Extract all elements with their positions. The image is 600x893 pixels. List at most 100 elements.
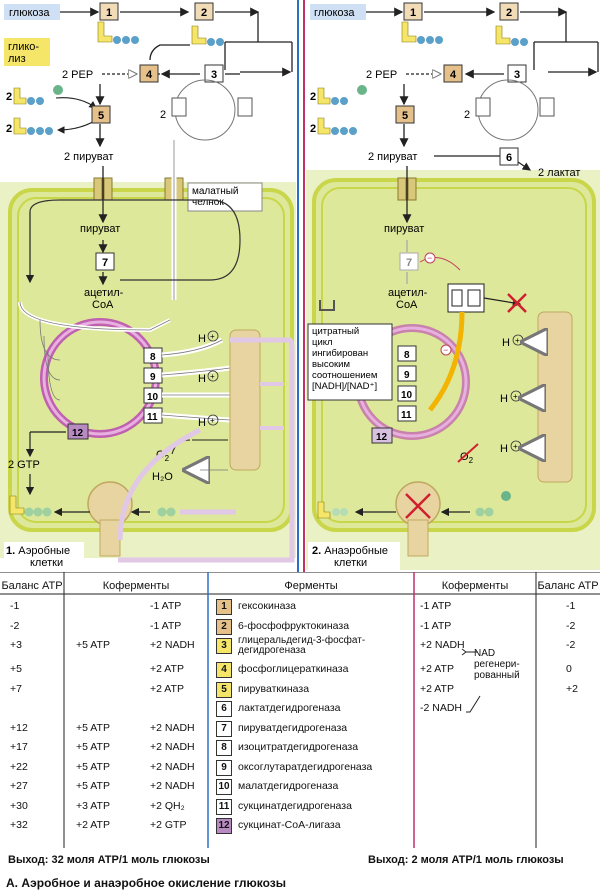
svg-text:+: + bbox=[515, 336, 520, 345]
glucose-label: глюкоза bbox=[9, 7, 50, 19]
enzyme-number: 10 bbox=[216, 779, 232, 795]
balance-left: +3 bbox=[10, 639, 22, 651]
coenzyme-left-a: +2 ATP bbox=[76, 819, 110, 831]
coenzyme-right: -2 NADH bbox=[420, 702, 463, 714]
coenzyme-left-a: +3 ATP bbox=[76, 799, 110, 812]
svg-text:7: 7 bbox=[406, 257, 412, 269]
svg-text:4: 4 bbox=[450, 69, 457, 81]
enzyme-number: 2 bbox=[216, 618, 232, 635]
svg-text:2: 2 bbox=[160, 109, 166, 121]
balance-left: -2 bbox=[10, 619, 20, 632]
glucose-box bbox=[4, 4, 60, 20]
pathway-diagram: глюкоза 1 2 глико-лиз 2 PEP 4 3 2 bbox=[0, 0, 600, 572]
balance-right: 0 bbox=[566, 663, 572, 675]
balance-left: +12 bbox=[10, 721, 28, 734]
coenzyme-right: -1 ATP bbox=[420, 600, 452, 612]
svg-text:−: − bbox=[443, 345, 448, 355]
svg-text:2: 2 bbox=[6, 91, 12, 103]
header-coenzymes-right: Коферменты bbox=[441, 580, 509, 592]
enzyme-number: 5 bbox=[216, 681, 232, 698]
svg-text:8: 8 bbox=[404, 350, 410, 361]
svg-text:4: 4 bbox=[146, 69, 153, 81]
coenzyme-left-b: +2 GTP bbox=[150, 819, 187, 831]
left-panel: глюкоза 1 2 глико-лиз 2 PEP 4 3 2 bbox=[0, 2, 296, 563]
glycolysis-box bbox=[4, 38, 50, 66]
glucose-label-right: глюкоза bbox=[314, 7, 355, 19]
gtp-label: 2 GTP bbox=[8, 459, 40, 471]
enzyme-number: 6 bbox=[216, 701, 232, 717]
header-balance-right: Баланс ATP bbox=[537, 580, 599, 592]
h-plus-right: H bbox=[502, 337, 510, 349]
coenzyme-left-a: +5 ATP bbox=[76, 780, 110, 792]
svg-text:8: 8 bbox=[150, 352, 156, 363]
coenzyme-left-a: +5 ATP bbox=[76, 741, 110, 753]
svg-text:−: − bbox=[427, 253, 432, 263]
enzyme-number: 12 bbox=[216, 818, 232, 834]
pep-label: 2 PEP bbox=[62, 69, 93, 81]
coenzyme-left-b: -1 ATP bbox=[150, 619, 182, 632]
coenzyme-left-b: +2 NADH bbox=[150, 639, 195, 651]
svg-text:2: 2 bbox=[506, 7, 512, 19]
coenzyme-right: +2 ATP bbox=[420, 663, 454, 675]
coenzyme-right: -1 ATP bbox=[420, 619, 452, 632]
enzyme-name: фосфоглицераткиназа bbox=[238, 663, 349, 675]
balance-right: -2 bbox=[566, 639, 576, 651]
svg-text:+: + bbox=[513, 392, 518, 401]
enzyme-number: 7 bbox=[216, 720, 232, 737]
inner-membrane bbox=[17, 197, 285, 523]
coenzyme-left-a: +5 ATP bbox=[76, 639, 110, 651]
pyruvate2-label: 2 пируват bbox=[64, 151, 113, 163]
balance-left: +30 bbox=[10, 799, 28, 812]
svg-text:1: 1 bbox=[410, 7, 416, 19]
balance-left: -1 bbox=[10, 600, 20, 612]
balance-left: +5 bbox=[10, 663, 22, 675]
balance-left: +32 bbox=[10, 819, 28, 831]
svg-text:9: 9 bbox=[150, 372, 156, 383]
enzyme-number: 3 bbox=[216, 638, 232, 654]
coenzyme-left-b: -1 ATP bbox=[150, 600, 182, 612]
svg-text:7: 7 bbox=[102, 257, 108, 269]
svg-text:9: 9 bbox=[404, 370, 410, 381]
enzyme-name: пируваткиназа bbox=[238, 682, 310, 695]
svg-text:12: 12 bbox=[376, 432, 388, 443]
nad-regenerated-note: NAD регенери- рованный bbox=[474, 648, 520, 681]
atp-balance-table: Баланс ATP Коферменты Ферменты Кофермент… bbox=[0, 572, 600, 848]
h-plus: H bbox=[198, 333, 206, 345]
svg-text:+: + bbox=[210, 372, 215, 381]
coenzyme-left-a: +5 ATP bbox=[76, 760, 110, 773]
coenzyme-left-b: +2 NADH bbox=[150, 721, 195, 734]
lactate-label: 2 лактат bbox=[538, 167, 580, 179]
svg-text:5: 5 bbox=[402, 110, 408, 122]
svg-text:10: 10 bbox=[401, 390, 413, 401]
coenzyme-left-b: +2 NADH bbox=[150, 741, 195, 753]
enzyme-name: сукцинатдегидрогеназа bbox=[238, 799, 352, 812]
glycolysis-label: глико-лиз bbox=[8, 41, 39, 65]
svg-text:3: 3 bbox=[211, 69, 217, 81]
balance-left: +7 bbox=[10, 682, 22, 695]
h-plus-3: H bbox=[198, 417, 206, 429]
coenzyme-left-b: +2 ATP bbox=[150, 663, 184, 675]
balance-right: -2 bbox=[566, 619, 576, 632]
svg-text:+: + bbox=[210, 416, 215, 425]
balance-left: +17 bbox=[10, 741, 28, 753]
enzyme-name: 6-фосфофруктокиназа bbox=[238, 619, 350, 632]
header-balance-left: Баланс ATP bbox=[1, 580, 63, 592]
enzyme-number: 8 bbox=[216, 740, 232, 756]
svg-text:2: 2 bbox=[201, 7, 207, 19]
enzyme-name: оксоглутаратдегидрогеназа bbox=[238, 760, 373, 773]
svg-text:2: 2 bbox=[6, 123, 12, 135]
header-enzymes: Ферменты bbox=[284, 580, 338, 592]
figure-caption: А. Аэробное и анаэробное окисление глюко… bbox=[6, 876, 286, 890]
svg-text:+: + bbox=[513, 442, 518, 451]
table-grid bbox=[0, 572, 600, 848]
svg-text:2: 2 bbox=[310, 91, 316, 103]
pyruvate2-label-right: 2 пируват bbox=[368, 151, 417, 163]
svg-text:6: 6 bbox=[506, 152, 512, 164]
enzyme-number: 1 bbox=[216, 599, 232, 615]
h2o-label: H₂O bbox=[152, 471, 173, 483]
balance-right: +2 bbox=[566, 682, 578, 695]
svg-text:11: 11 bbox=[147, 412, 158, 423]
